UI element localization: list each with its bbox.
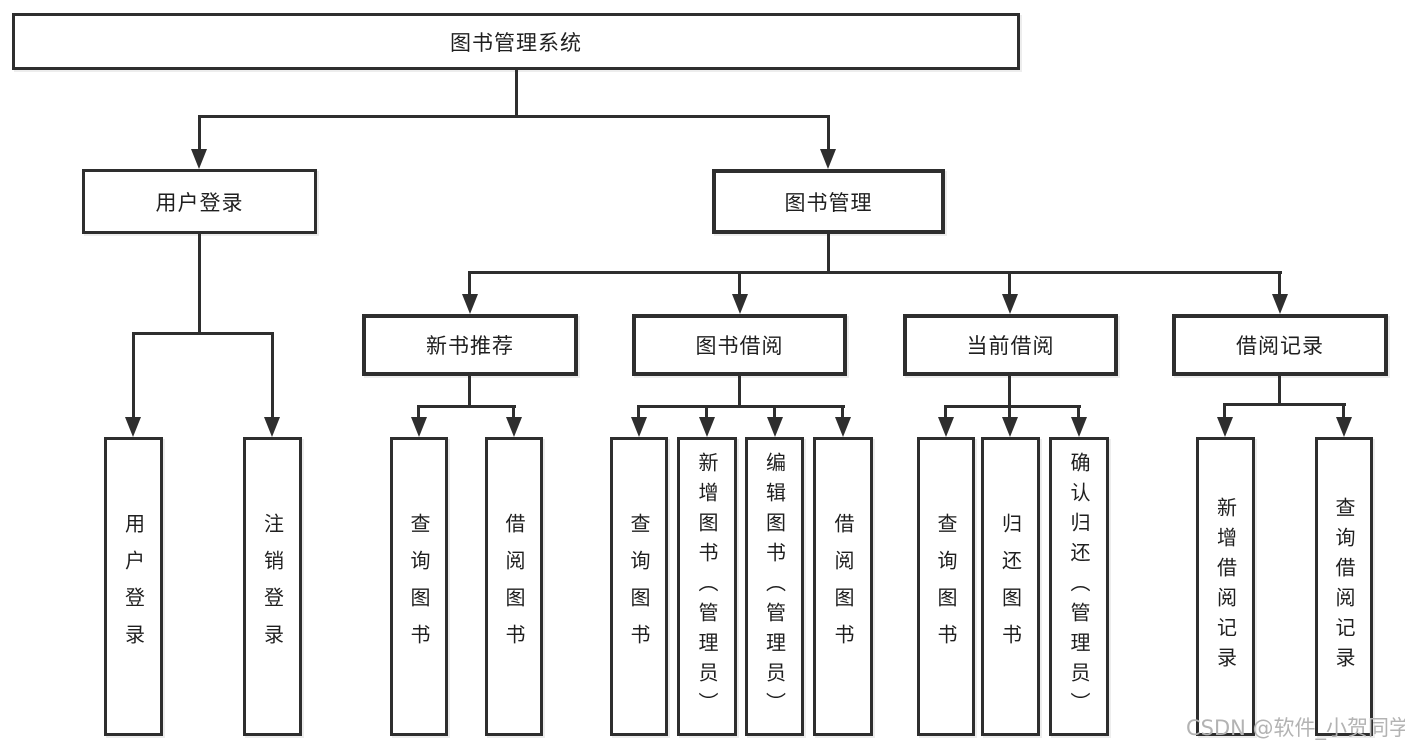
arrow-down-icon	[1071, 417, 1087, 437]
node-label: 查询图书	[627, 512, 651, 661]
arrow-down-icon	[411, 417, 427, 437]
connector-line	[1008, 374, 1011, 408]
connector-line	[468, 374, 471, 408]
connector-line	[418, 405, 516, 408]
node-label: 当前借阅	[966, 334, 1055, 358]
node-user-login: 用户登录	[82, 169, 317, 234]
node-library-system: 图书管理系统	[12, 13, 1020, 70]
node-query-borrow-record: 查询借阅记录	[1315, 437, 1373, 736]
connector-line	[198, 115, 201, 153]
arrow-down-icon	[1002, 294, 1018, 314]
node-label: 新增借阅记录	[1213, 496, 1238, 677]
node-confirm-return-admin: 确认归还（管理员）	[1049, 437, 1109, 736]
node-label: 图书管理系统	[450, 30, 582, 55]
connector-line	[515, 68, 518, 118]
arrow-down-icon	[631, 417, 647, 437]
arrow-down-icon	[191, 149, 207, 169]
node-user-login-action: 用户登录	[104, 437, 163, 736]
arrow-down-icon	[1336, 417, 1352, 437]
connector-line	[705, 405, 708, 421]
connector-line	[417, 405, 420, 421]
node-label: 借阅记录	[1236, 334, 1324, 358]
connector-line	[132, 332, 274, 335]
connector-line	[198, 232, 201, 335]
arrow-down-icon	[1002, 417, 1018, 437]
arrow-down-icon	[820, 149, 836, 169]
node-label: 查询图书	[407, 512, 431, 661]
node-query-books-borrow: 查询图书	[610, 437, 668, 736]
node-add-borrow-record: 新增借阅记录	[1196, 437, 1255, 736]
node-label: 编辑图书（管理员）	[762, 451, 787, 722]
node-label: 查询图书	[934, 512, 958, 661]
arrow-down-icon	[264, 417, 280, 437]
arrow-down-icon	[767, 417, 783, 437]
connector-line	[841, 405, 844, 421]
arrow-down-icon	[1272, 294, 1288, 314]
node-borrow-records: 借阅记录	[1172, 314, 1388, 376]
arrow-down-icon	[938, 417, 954, 437]
node-label: 图书管理	[784, 190, 873, 215]
node-label: 用户登录	[155, 190, 244, 215]
arrow-down-icon	[1217, 417, 1233, 437]
node-label: 注销登录	[260, 512, 285, 661]
node-label: 用户登录	[121, 512, 146, 661]
connector-line	[1008, 271, 1011, 297]
node-logout-action: 注销登录	[243, 437, 302, 736]
connector-line	[468, 271, 1282, 274]
arrow-down-icon	[506, 417, 522, 437]
node-current-borrow: 当前借阅	[903, 314, 1118, 376]
node-label: 借阅图书	[831, 512, 855, 661]
connector-line	[638, 405, 845, 408]
connector-line	[198, 115, 830, 118]
node-label: 查询借阅记录	[1332, 496, 1356, 677]
node-label: 确认归还（管理员）	[1067, 451, 1091, 722]
node-label: 归还图书	[998, 512, 1023, 661]
arrow-down-icon	[125, 417, 141, 437]
connector-line	[1077, 405, 1080, 421]
arrow-down-icon	[732, 294, 748, 314]
node-borrow-books: 借阅图书	[813, 437, 873, 736]
node-new-book-recommend: 新书推荐	[362, 314, 578, 376]
connector-line	[271, 332, 274, 418]
connector-line	[827, 115, 830, 153]
connector-line	[944, 405, 947, 421]
connector-line	[132, 332, 135, 418]
csdn-watermark: CSDN @软件_小贺同学	[1186, 716, 1405, 740]
node-book-management: 图书管理	[712, 169, 945, 234]
connector-line	[945, 405, 1081, 408]
arrow-down-icon	[462, 294, 478, 314]
connector-line	[1278, 271, 1281, 297]
arrow-down-icon	[835, 417, 851, 437]
node-book-borrow: 图书借阅	[632, 314, 847, 376]
connector-line	[512, 405, 515, 421]
node-edit-books-admin: 编辑图书（管理员）	[745, 437, 804, 736]
connector-line	[738, 271, 741, 297]
node-label: 新增图书（管理员）	[695, 451, 719, 722]
node-return-books: 归还图书	[981, 437, 1040, 736]
node-label: 图书借阅	[695, 334, 784, 358]
arrow-down-icon	[699, 417, 715, 437]
connector-line	[1008, 405, 1011, 421]
connector-line	[1342, 403, 1345, 421]
node-query-books-recommend: 查询图书	[390, 437, 448, 736]
connector-line	[1223, 403, 1226, 421]
connector-line	[773, 405, 776, 421]
connector-line	[827, 232, 830, 274]
node-label: 借阅图书	[502, 512, 526, 661]
node-query-books-current: 查询图书	[917, 437, 975, 736]
connector-line	[637, 405, 640, 421]
connector-line	[468, 271, 471, 297]
connector-line	[1224, 403, 1346, 406]
node-label: 新书推荐	[426, 334, 514, 358]
connector-line	[1278, 374, 1281, 406]
node-add-books-admin: 新增图书（管理员）	[677, 437, 737, 736]
connector-line	[738, 374, 741, 408]
node-borrow-books-recommend: 借阅图书	[485, 437, 543, 736]
